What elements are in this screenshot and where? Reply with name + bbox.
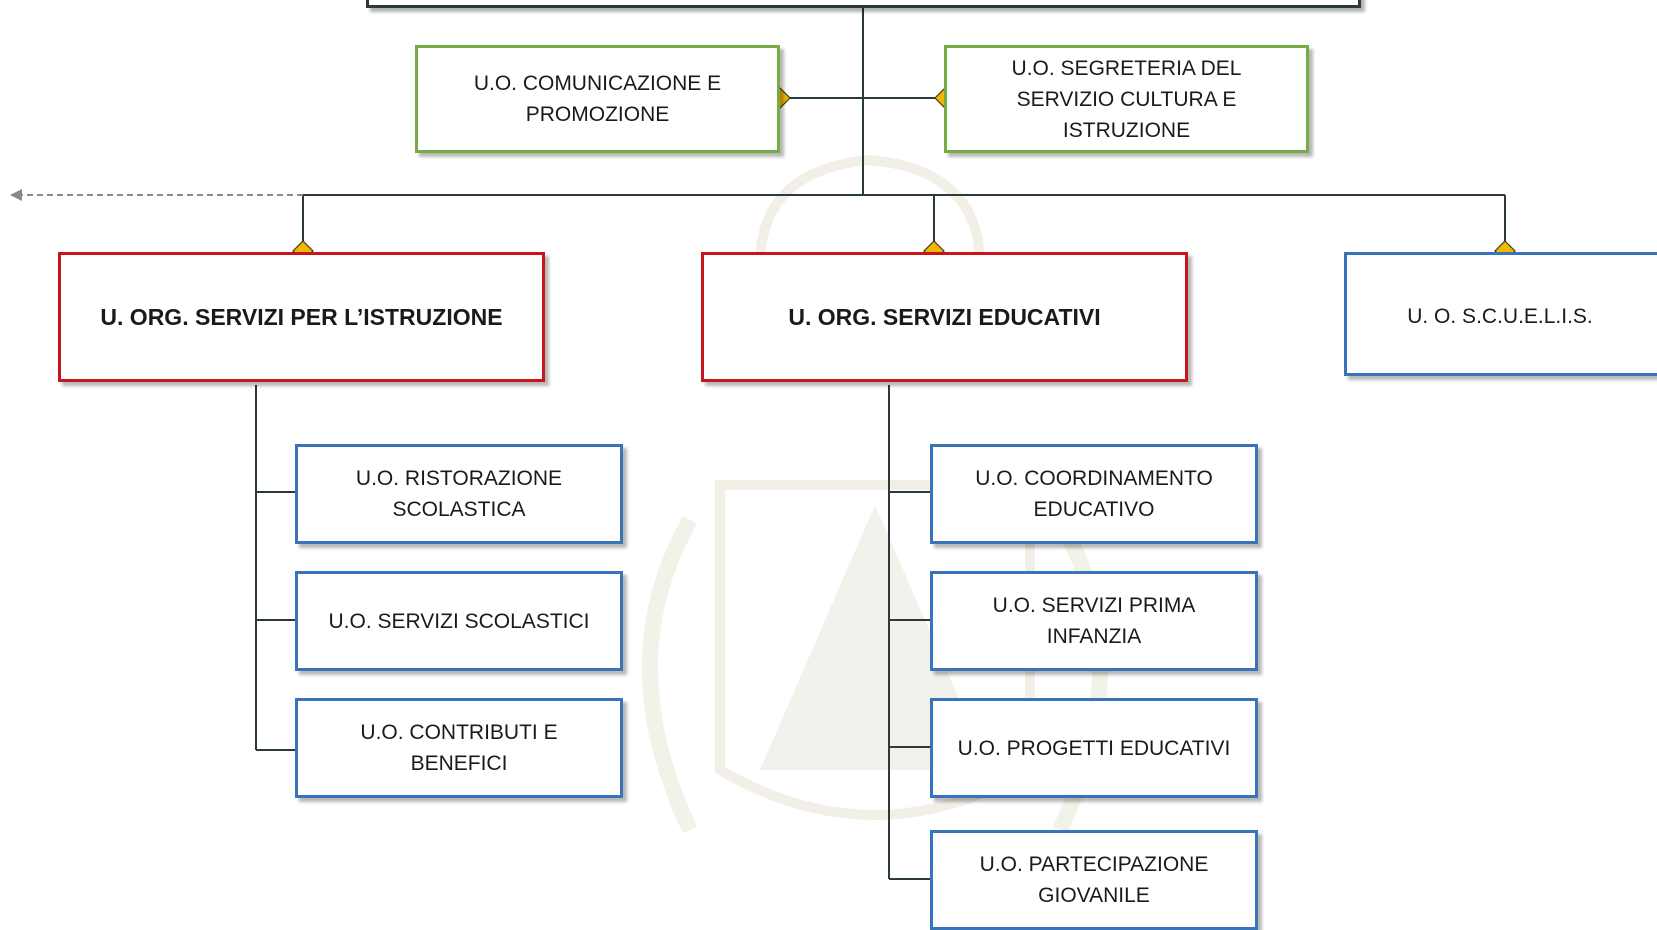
dashed-arrow-head bbox=[10, 189, 22, 201]
director-box-edge bbox=[366, 0, 1361, 8]
uo-comunicazione-box: U.O. COMUNICAZIONE E PROMOZIONE bbox=[415, 45, 780, 153]
uo-servizi-scolastici-box: U.O. SERVIZI SCOLASTICI bbox=[295, 571, 623, 671]
uo-segreteria-label: U.O. SEGRETERIA DEL SERVIZIO CULTURA E I… bbox=[1011, 56, 1242, 142]
uo-ristorazione-box: U.O. RISTORAZIONE SCOLASTICA bbox=[295, 444, 623, 544]
uo-ristorazione-label: U.O. RISTORAZIONE SCOLASTICA bbox=[355, 467, 563, 521]
uo-coordinamento-label: U.O. COORDINAMENTO EDUCATIVO bbox=[975, 467, 1213, 521]
uo-prima-infanzia-label: U.O. SERVIZI PRIMA INFANZIA bbox=[992, 594, 1196, 648]
uorg-istruzione-box: U. ORG. SERVIZI PER L’ISTRUZIONE bbox=[58, 252, 545, 382]
uo-coordinamento-box: U.O. COORDINAMENTO EDUCATIVO bbox=[930, 444, 1258, 544]
uo-contributi-box: U.O. CONTRIBUTI E BENEFICI bbox=[295, 698, 623, 798]
uo-segreteria-box: U.O. SEGRETERIA DEL SERVIZIO CULTURA E I… bbox=[944, 45, 1309, 153]
uorg-educativi-label: U. ORG. SERVIZI EDUCATIVI bbox=[788, 303, 1101, 330]
uo-servizi-scolastici-label: U.O. SERVIZI SCOLASTICI bbox=[328, 609, 590, 633]
uo-partecipazione-box: U.O. PARTECIPAZIONE GIOVANILE bbox=[930, 830, 1258, 930]
uo-partecipazione-label: U.O. PARTECIPAZIONE GIOVANILE bbox=[979, 853, 1209, 907]
uo-progetti-educativi-box: U.O. PROGETTI EDUCATIVI bbox=[930, 698, 1258, 798]
uo-contributi-label: U.O. CONTRIBUTI E BENEFICI bbox=[360, 721, 558, 775]
uo-progetti-educativi-label: U.O. PROGETTI EDUCATIVI bbox=[957, 736, 1231, 760]
uorg-educativi-box: U. ORG. SERVIZI EDUCATIVI bbox=[701, 252, 1188, 382]
uo-comunicazione-label: U.O. COMUNICAZIONE E PROMOZIONE bbox=[473, 72, 722, 126]
uo-prima-infanzia-box: U.O. SERVIZI PRIMA INFANZIA bbox=[930, 571, 1258, 671]
uorg-istruzione-label: U. ORG. SERVIZI PER L’ISTRUZIONE bbox=[100, 303, 503, 330]
uo-scuelis-label: U. O. S.C.U.E.L.I.S. bbox=[1407, 305, 1593, 328]
uo-scuelis-box: U. O. S.C.U.E.L.I.S. bbox=[1344, 252, 1657, 376]
